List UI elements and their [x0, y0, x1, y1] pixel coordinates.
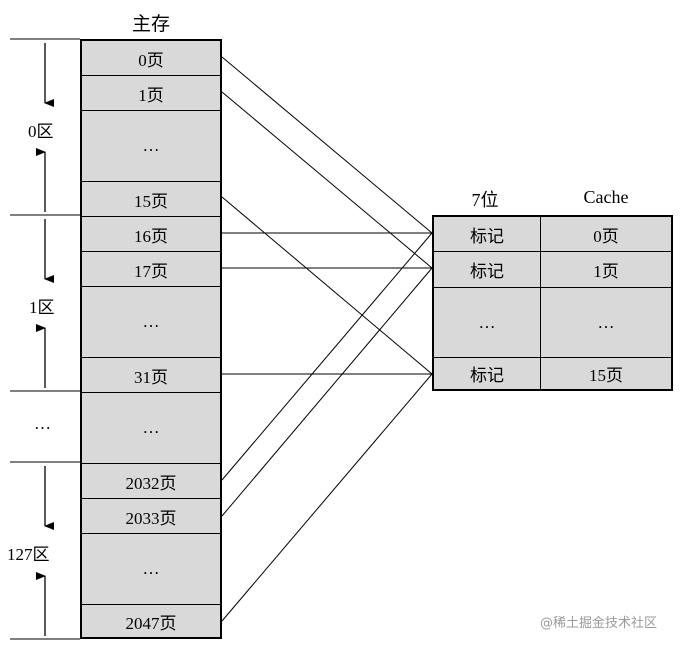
zone-dividers: [10, 38, 80, 640]
zone-label-0: 0区: [28, 122, 54, 141]
cache-tag-cell: 标记: [434, 358, 541, 389]
memory-row-ellipsis: …: [82, 534, 220, 605]
zone-label-ellipsis: …: [34, 414, 51, 433]
memory-row-page-15: 15页: [82, 182, 220, 217]
cache-line-ellipsis: …: [541, 288, 671, 358]
cache-block: 标记 0页 标记 1页 … … 标记 15页: [432, 215, 673, 391]
zone-label-1: 1区: [29, 298, 55, 317]
memory-row-page-1: 1页: [82, 76, 220, 111]
memory-row-page-2033: 2033页: [82, 499, 220, 534]
mapping-connectors: [221, 56, 433, 622]
cache-tag-cell-ellipsis: …: [434, 288, 541, 358]
memory-row-page-2047: 2047页: [82, 605, 220, 637]
cache-tag-cell: 标记: [434, 217, 541, 252]
cache-title: Cache: [583, 187, 629, 207]
memory-row-page-0: 0页: [82, 41, 220, 76]
memory-row-ellipsis: …: [82, 393, 220, 464]
cache-line-1: 1页: [541, 252, 671, 288]
memory-row-page-31: 31页: [82, 358, 220, 393]
cache-tag-header: 7位: [471, 190, 499, 210]
watermark-text: @稀土掘金技术社区: [540, 616, 658, 631]
zone-label-127: 127区: [7, 545, 50, 564]
memory-row-ellipsis: …: [82, 111, 220, 182]
cache-line-0: 0页: [541, 217, 671, 252]
cache-line-15: 15页: [541, 358, 671, 389]
memory-row-ellipsis: …: [82, 287, 220, 358]
main-memory-title: 主存: [131, 14, 170, 35]
main-memory-block: 0页 1页 … 15页 16页 17页 … 31页 … 2032页 2033页 …: [80, 39, 222, 639]
cache-tag-cell: 标记: [434, 252, 541, 288]
memory-row-page-16: 16页: [82, 217, 220, 252]
memory-row-page-17: 17页: [82, 252, 220, 287]
memory-row-page-2032: 2032页: [82, 464, 220, 499]
